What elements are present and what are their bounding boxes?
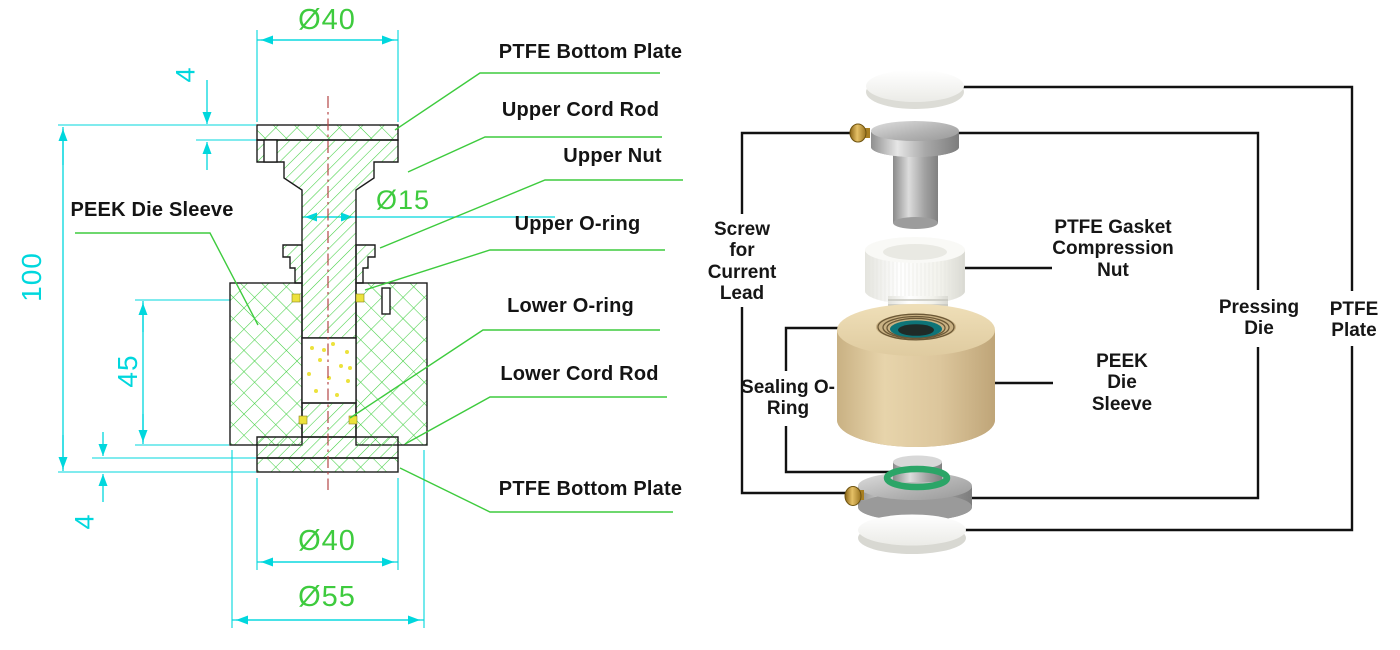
sleeve-threaded-hole bbox=[876, 313, 956, 341]
oring-sections bbox=[291, 293, 365, 425]
pressing-die-top-3d bbox=[849, 121, 959, 229]
sample-powder-dots bbox=[307, 342, 352, 397]
exploded-3d-view bbox=[740, 70, 1354, 554]
upper-nut-section bbox=[282, 244, 303, 284]
label-screw-current-lead: Screw for Current Lead bbox=[707, 219, 777, 305]
peek-sleeve-section bbox=[229, 282, 303, 446]
dim-rod-diameter: Ø15 bbox=[375, 185, 431, 215]
dim-bottom-plate-diameter: Ø40 bbox=[298, 525, 356, 557]
dim-plate-thickness-bottom: 4 bbox=[69, 513, 100, 530]
current-lead-screw-bottom bbox=[844, 486, 864, 506]
label-top-plate: PTFE Bottom Plate bbox=[498, 41, 683, 63]
label-peek-sleeve-right: PEEK Die Sleeve bbox=[1091, 351, 1153, 415]
dim-sleeve-outer-diameter: Ø55 bbox=[298, 581, 356, 613]
label-gasket-nut: PTFE Gasket Compression Nut bbox=[1052, 217, 1174, 281]
label-upper-cord-rod: Upper Cord Rod bbox=[501, 99, 660, 121]
label-lower-oring: Lower O-ring bbox=[507, 295, 634, 317]
pressing-die-bottom-3d bbox=[844, 455, 972, 521]
label-upper-oring: Upper O-ring bbox=[514, 213, 641, 235]
label-sealing-oring: Sealing O-Ring bbox=[741, 377, 835, 420]
connector-lines bbox=[740, 85, 1354, 532]
dim-inner-height: 45 bbox=[112, 354, 143, 388]
dimension-lines bbox=[58, 35, 555, 625]
ptfe-plate-top-3d bbox=[866, 70, 964, 109]
sealing-oring-bottom bbox=[883, 465, 951, 491]
lower-cord-rod-section bbox=[301, 402, 357, 438]
label-upper-nut: Upper Nut bbox=[563, 145, 662, 167]
dim-plate-thickness-top: 4 bbox=[170, 66, 201, 83]
current-lead-screw-top bbox=[849, 123, 870, 143]
label-pressing-die: Pressing Die bbox=[1218, 297, 1300, 340]
label-lower-cord-rod: Lower Cord Rod bbox=[500, 363, 659, 385]
label-peek-die-sleeve: PEEK Die Sleeve bbox=[70, 199, 234, 221]
dim-top-diameter: Ø40 bbox=[298, 4, 356, 36]
label-ptfe-plate: PTFE Plate bbox=[1329, 299, 1379, 342]
dim-overall-height: 100 bbox=[16, 252, 47, 302]
leader-lines bbox=[75, 72, 683, 513]
peek-die-sleeve-3d bbox=[837, 304, 995, 447]
ptfe-plate-bottom-3d bbox=[858, 514, 966, 554]
cad-cross-section bbox=[58, 30, 683, 628]
label-bottom-plate: PTFE Bottom Plate bbox=[498, 478, 683, 500]
